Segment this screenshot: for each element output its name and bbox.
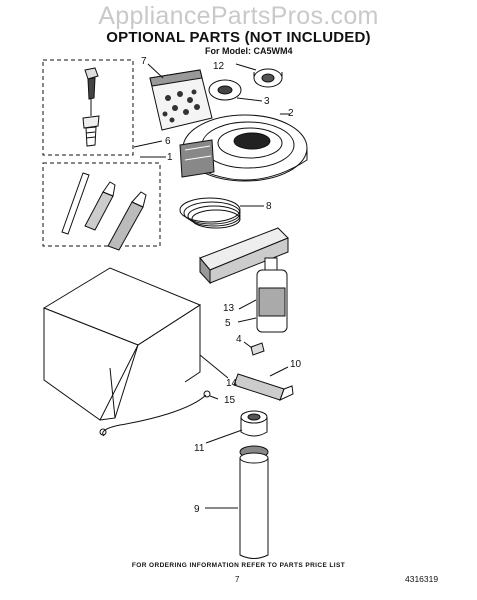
callout-10: 10 [290, 359, 302, 370]
model-line: For Model: CA5WM4 [205, 46, 293, 56]
callout-6: 6 [165, 136, 171, 147]
callout-7: 7 [141, 56, 147, 67]
leader-lines [133, 63, 290, 509]
valve-fitting-part [82, 67, 100, 147]
foam-bar-part [199, 227, 289, 285]
callout-5: 5 [225, 318, 231, 329]
kit-box-lower [42, 162, 161, 247]
callout-15: 15 [224, 395, 236, 406]
cabinet-cover-part [42, 267, 202, 421]
callout-11: 11 [194, 443, 205, 454]
cleaner-bottle-part [256, 257, 288, 333]
document-number: 4316319 [405, 574, 439, 584]
tie-cord-part [99, 390, 211, 437]
caulk-rod-part [61, 172, 90, 235]
callout-13: 13 [223, 303, 235, 314]
ordering-footer-note: FOR ORDERING INFORMATION REFER TO PARTS … [131, 562, 346, 569]
callout-14: 14 [226, 378, 238, 389]
tape-roll-part [253, 68, 283, 88]
kit-box-upper [42, 59, 134, 156]
foam-strip-part [179, 139, 215, 178]
callout-12: 12 [213, 61, 225, 72]
coiled-cord-part [179, 197, 241, 229]
nozzle-cap-part [250, 342, 265, 356]
sealant-tube-part [107, 191, 147, 251]
callout-2: 2 [288, 108, 294, 119]
lubricant-tube-part [233, 373, 294, 401]
page-number: 7 [235, 575, 240, 584]
aerosol-can-part [239, 445, 269, 559]
callout-4: 4 [236, 334, 242, 345]
sealant-tube-part [84, 181, 116, 231]
watermark: AppliancePartsPros.com [98, 2, 379, 30]
tape-spool-part [240, 410, 268, 437]
hardware-bag-part [149, 69, 213, 131]
callout-9: 9 [194, 504, 200, 515]
page-title: OPTIONAL PARTS (NOT INCLUDED) [106, 29, 371, 46]
callout-3: 3 [264, 96, 270, 107]
tape-roll-part [208, 79, 242, 101]
callout-8: 8 [266, 201, 272, 212]
callout-1: 1 [167, 152, 173, 163]
